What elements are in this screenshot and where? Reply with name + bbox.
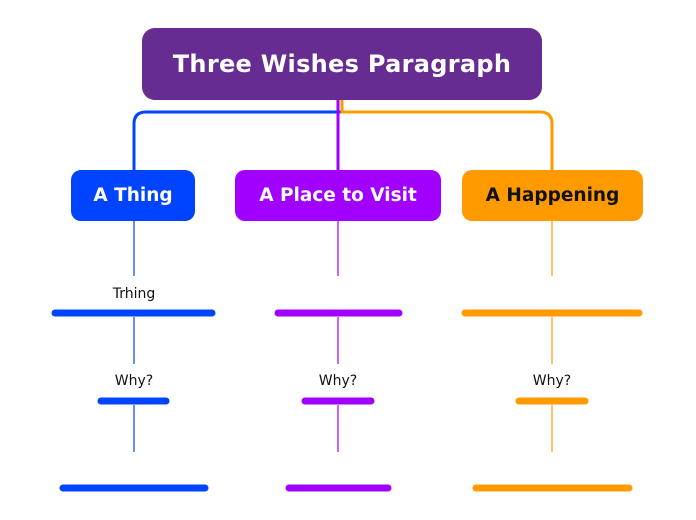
connector-root-thing [132,100,344,170]
branch-node-place[interactable]: A Place to Visit [235,170,441,221]
thing-sub-label[interactable]: Trhing [112,286,156,302]
branch-node-happening[interactable]: A Happening [462,170,643,221]
place-why-label[interactable]: Why? [318,373,358,389]
happening-why-label[interactable]: Why? [532,373,572,389]
branch-node-thing[interactable]: A Thing [71,170,195,221]
thing-why-label[interactable]: Why? [114,373,154,389]
connector-root-happening [340,100,554,170]
root-node-title[interactable]: Three Wishes Paragraph [142,28,542,100]
